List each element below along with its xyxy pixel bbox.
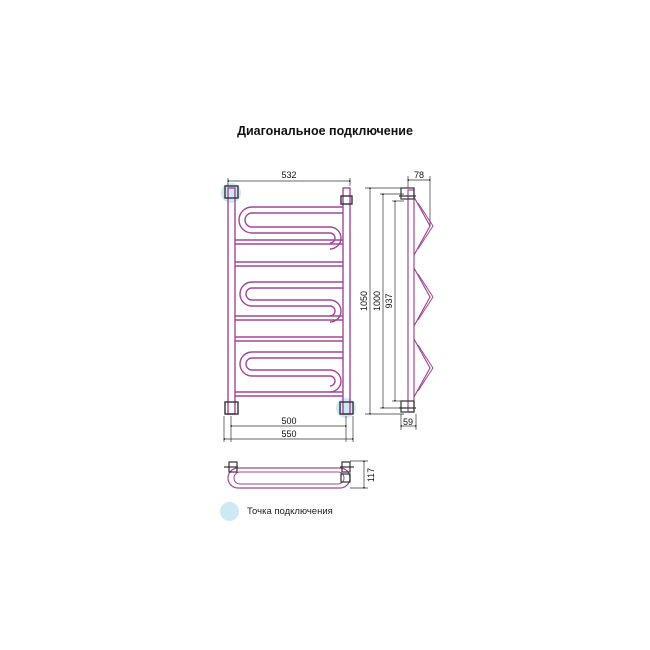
side-fitting-bottom	[400, 400, 415, 413]
dim-bottom-offset: 59	[403, 417, 413, 427]
serpentine-3	[239, 351, 343, 387]
plan-loop	[227, 467, 351, 489]
plan-dimensions	[350, 459, 368, 490]
side-collector	[407, 189, 415, 413]
serpentine-2-inner	[245, 287, 343, 323]
side-view	[399, 187, 434, 413]
serpentine-1-inner	[244, 212, 343, 250]
dim-inner-width: 500	[281, 416, 296, 426]
legend: Точка подключения	[220, 501, 333, 521]
diagram-title: Диагональное подключение	[237, 124, 413, 138]
left-collector	[227, 187, 236, 415]
side-dimensions	[365, 176, 432, 430]
dim-height-inner: 937	[384, 293, 394, 308]
connection-point-bottom-right	[336, 398, 356, 418]
fitting-top-left	[224, 185, 239, 199]
dim-outer-width: 550	[281, 429, 296, 439]
dim-plan-depth: 117	[366, 468, 376, 482]
serpentine-2	[239, 281, 343, 317]
serpentine-1	[238, 206, 343, 244]
dim-top-width: 532	[281, 170, 296, 180]
fitting-bottom-right	[339, 401, 354, 415]
connection-point-swatch	[220, 501, 239, 521]
legend-label: Точка подключения	[247, 505, 333, 517]
dim-height-mid: 1000	[372, 291, 382, 311]
front-dimensions	[222, 178, 355, 442]
fitting-bottom-left	[224, 401, 239, 415]
serpentine-3-inner	[245, 357, 343, 393]
dim-side-depth: 78	[414, 170, 424, 180]
side-profile	[413, 196, 431, 398]
side-fitting-top	[400, 187, 415, 200]
dim-height-total: 1050	[359, 291, 369, 311]
fitting-top-right	[340, 195, 353, 205]
front-view	[224, 185, 354, 415]
plan-view	[224, 461, 354, 489]
right-collector	[342, 187, 351, 415]
